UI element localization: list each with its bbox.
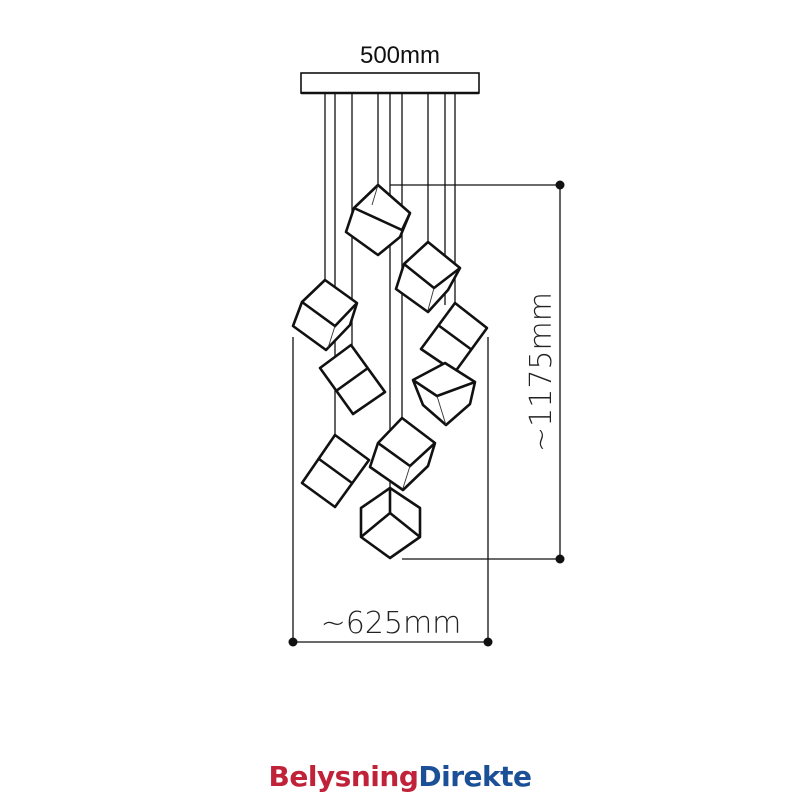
cube-shade-9: [359, 486, 422, 560]
brand-name-part1: Belysning: [268, 760, 419, 793]
brand-name-part2: Direkte: [418, 760, 532, 793]
spread-width-dimension: ~625mm: [288, 337, 493, 647]
cube-shade-3: [291, 278, 359, 352]
cube-shade-8: [368, 416, 437, 492]
cube-shade-2: [394, 240, 462, 314]
height-label: ~1175mm: [524, 292, 559, 452]
cube-shade-4: [419, 301, 489, 374]
cube-shade-5: [318, 343, 387, 416]
height-dimension: ~1175mm: [390, 180, 565, 564]
cube-shade-6: [411, 361, 477, 427]
cube-shade-7: [300, 433, 371, 509]
spread-width-label: ~625mm: [321, 606, 462, 641]
canopy-width-label: 500mm: [360, 42, 440, 69]
cube-shade-1: [344, 183, 412, 257]
ceiling-canopy: [300, 72, 480, 94]
brand-logo: BelysningDirekte: [0, 760, 800, 793]
